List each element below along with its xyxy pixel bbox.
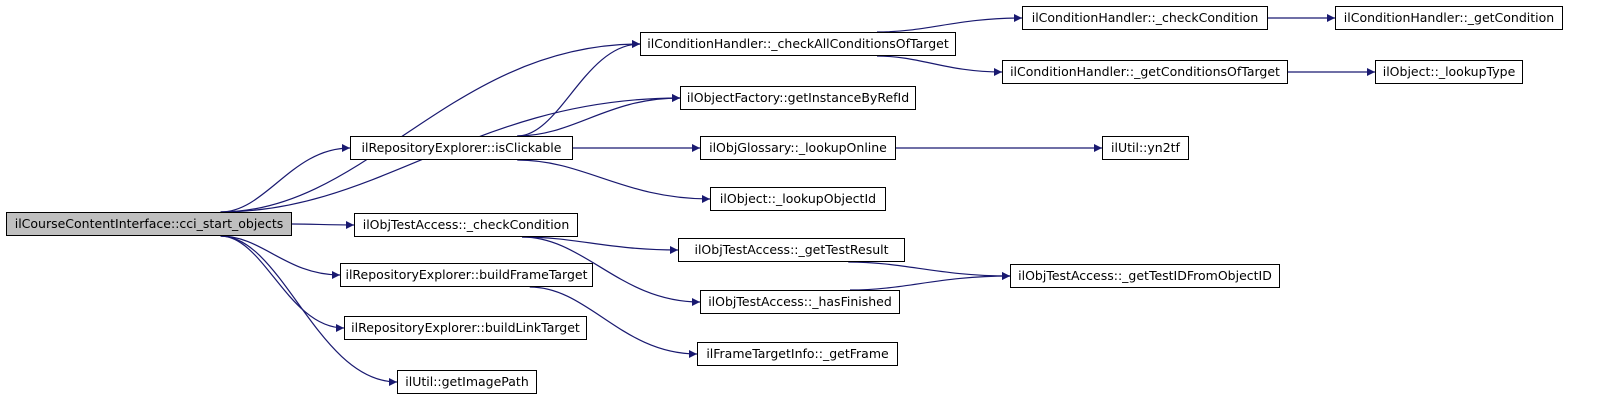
edge-buildFrameTarget-to-getFrame [529,286,698,358]
edge-cci_start_objects-to-buildFrameTarget [220,235,341,279]
node-get-instance-by-ref-id[interactable]: ilObjectFactory::getInstanceByRefId [680,86,916,110]
edge-cci_start_objects-to-getImagePath [220,235,398,386]
node-has-finished[interactable]: ilObjTestAccess::_hasFinished [700,290,900,314]
edge-cci_start_objects-to-buildLinkTarget [220,235,345,332]
edge-checkAllConditionsOfTarget-to-checkCondition [876,14,1023,33]
edge-isClickable-to-lookupObjectId [517,159,711,203]
node-build-frame-target[interactable]: ilRepositoryExplorer::buildFrameTarget [340,263,593,287]
edge-checkAllConditionsOfTarget-to-getConditionsOfTarget [876,55,1003,76]
edge-cci_start_objects-to-testCheckCondition [291,220,355,229]
node-get-frame[interactable]: ilFrameTargetInfo::_getFrame [697,342,898,366]
node-is-clickable[interactable]: ilRepositoryExplorer::isClickable [350,136,573,160]
edge-hasFinished-to-getTestIDFromObjectID [849,272,1011,291]
node-lookup-online[interactable]: ilObjGlossary::_lookupOnline [700,136,896,160]
node-get-test-result[interactable]: ilObjTestAccess::_getTestResult [678,238,905,262]
node-lookup-type[interactable]: ilObject::_lookupType [1375,60,1523,84]
edge-isClickable-to-checkAllConditionsOfTarget [517,40,641,137]
edge-cci_start_objects-to-isClickable [220,144,351,213]
edge-getTestResult-to-getTestIDFromObjectID [848,261,1011,280]
node-get-condition[interactable]: ilConditionHandler::_getCondition [1335,6,1563,30]
edge-cci_start_objects-to-checkAllConditionsOfTarget [220,40,641,213]
edge-isClickable-to-getInstanceByRefId [517,94,681,137]
node-lookup-object-id[interactable]: ilObject::_lookupObjectId [710,187,886,211]
edge-testCheckCondition-to-getTestResult [521,236,679,254]
node-yn2tf[interactable]: ilUtil::yn2tf [1102,136,1189,160]
node-get-image-path[interactable]: ilUtil::getImagePath [397,370,537,394]
node-check-all-conditions-of-target[interactable]: ilConditionHandler::_checkAllConditionsO… [640,32,956,56]
node-get-conditions-of-target[interactable]: ilConditionHandler::_getConditionsOfTarg… [1002,60,1288,84]
edge-testCheckCondition-to-hasFinished [521,236,701,306]
node-build-link-target[interactable]: ilRepositoryExplorer::buildLinkTarget [344,316,587,340]
node-test-check-condition[interactable]: ilObjTestAccess::_checkCondition [354,213,578,237]
node-check-condition[interactable]: ilConditionHandler::_checkCondition [1022,6,1268,30]
node-get-test-id-from-object-id[interactable]: ilObjTestAccess::_getTestIDFromObjectID [1010,264,1280,288]
node-cci-start-objects[interactable]: ilCourseContentInterface::cci_start_obje… [6,212,292,236]
